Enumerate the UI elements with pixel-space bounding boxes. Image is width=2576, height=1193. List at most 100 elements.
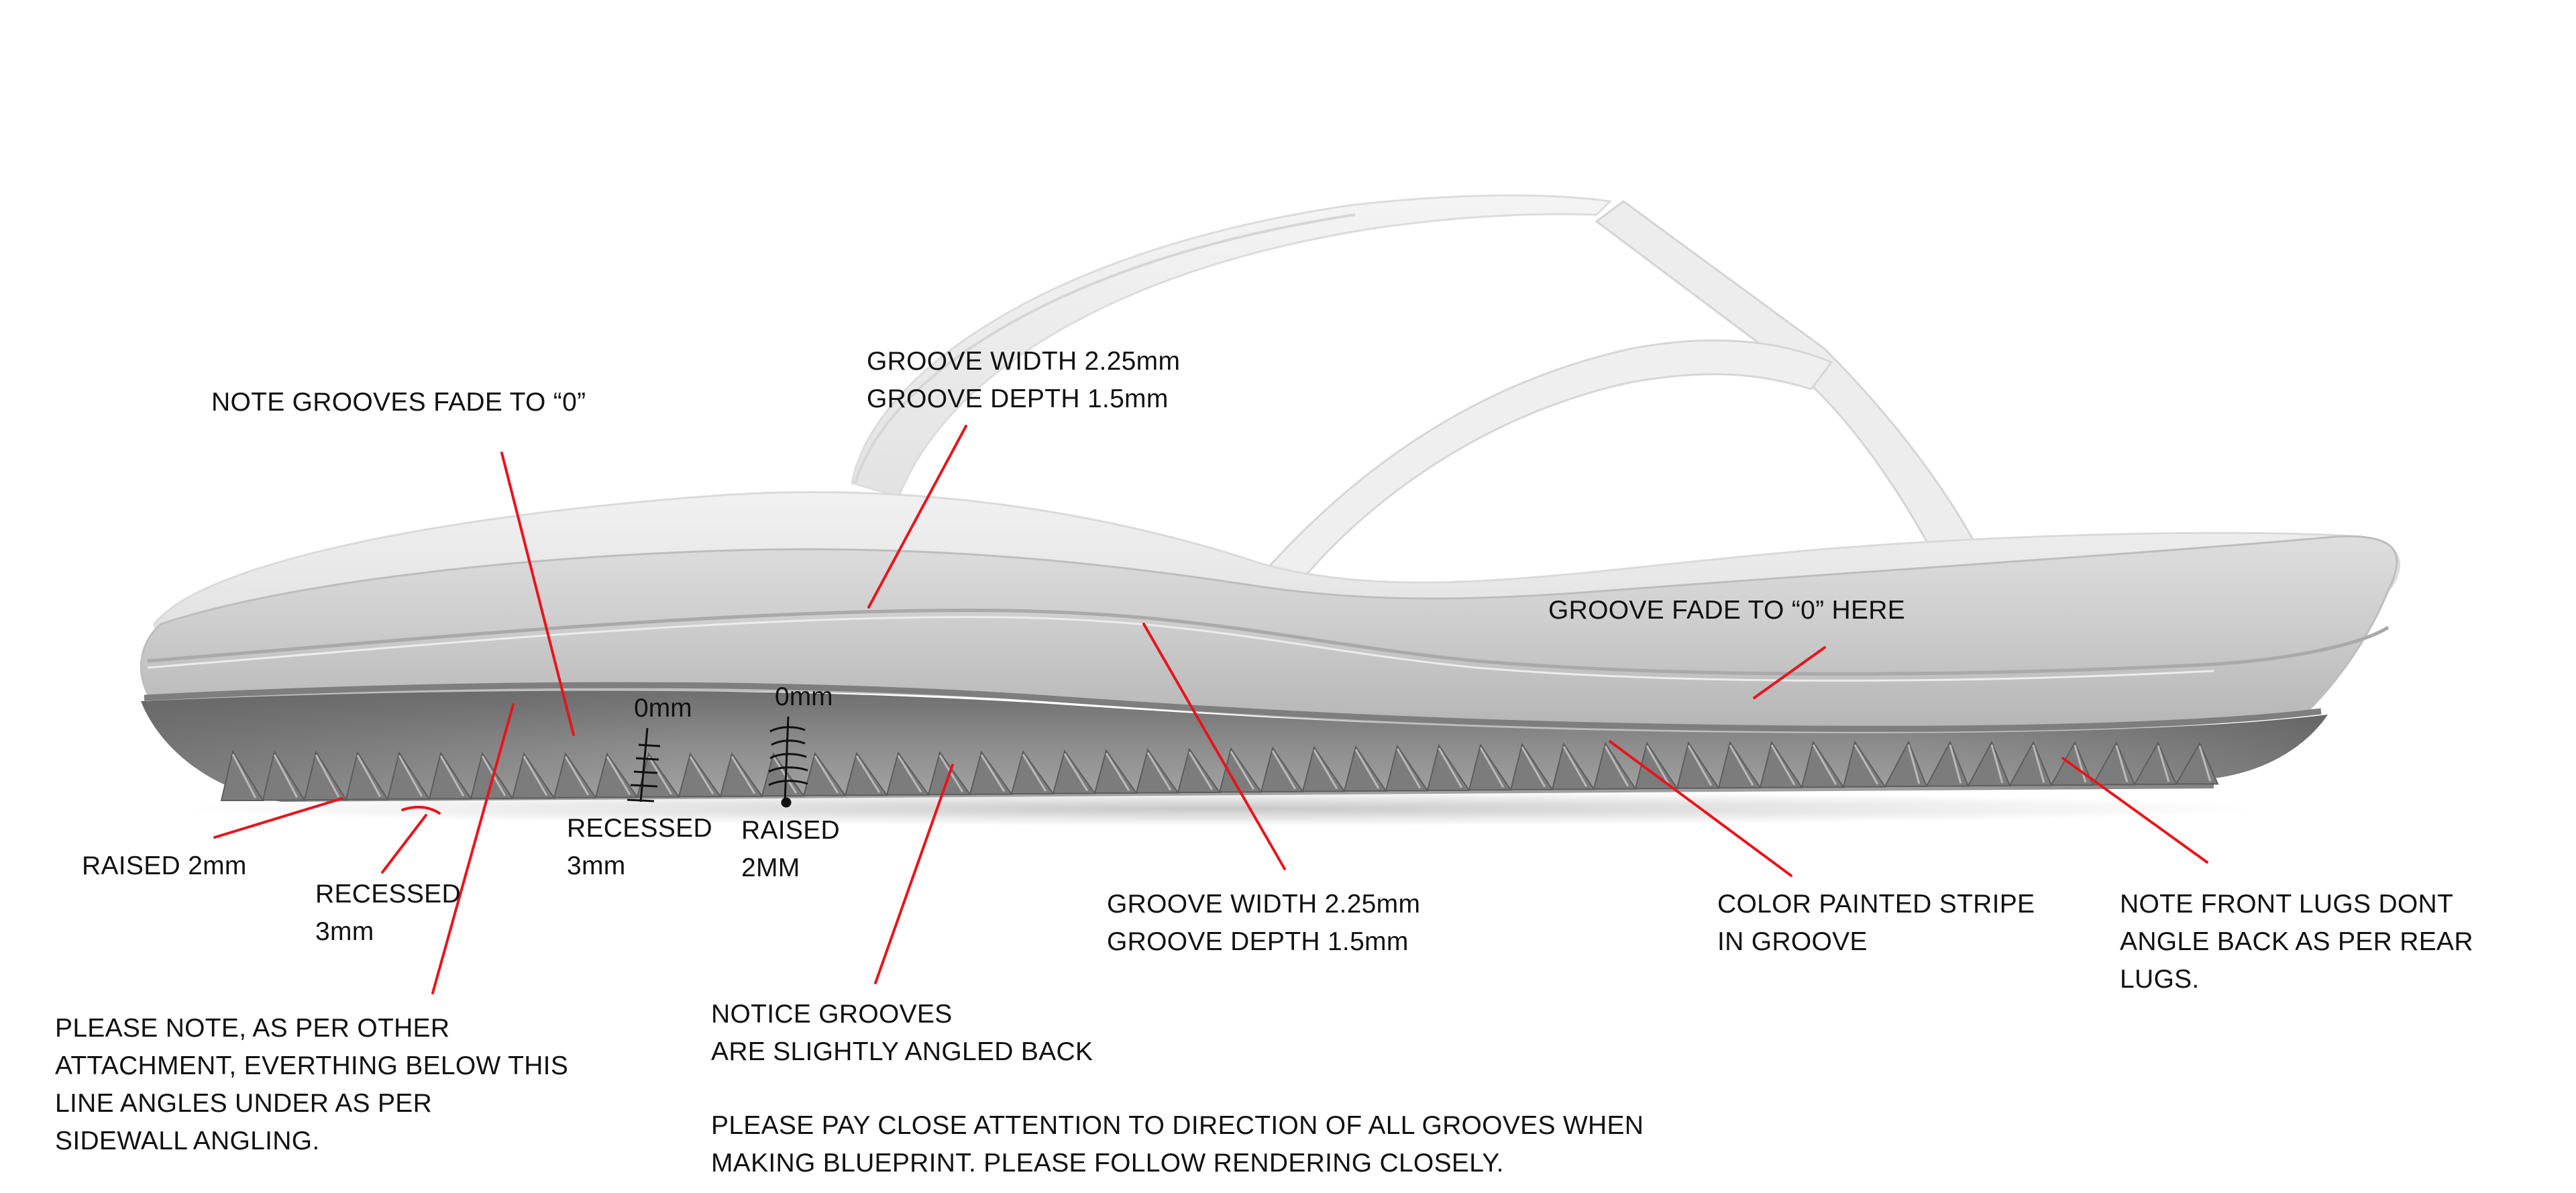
outsole-lug [594,752,639,798]
leader-groove-bottom [1142,623,1286,870]
outsole-lug [386,751,431,800]
outsole-lug-highlight [356,754,382,798]
outsole-lug-highlight [1146,751,1172,791]
label-groove-fade-here: GROOVE FADE TO “0” HERE [1548,596,1906,625]
outsole-lug [303,750,347,800]
label-angled-back: NOTICE GROOVES ARE SLIGHTLY ANGLED BACK [711,1000,1093,1066]
strap-back-edge [854,213,1356,484]
outsole-lug [345,751,389,800]
depth-ticks-right [768,716,808,808]
strap-front [1246,339,1833,599]
outsole-lug-highlight [1271,749,1297,790]
leader-front-lugs [2061,757,2208,864]
strap-post [1595,200,1988,578]
outsole-lug-highlight [1396,748,1421,789]
outsole-lug [1801,740,1845,788]
outsole-lug-highlight [1990,744,2004,784]
outsole-lug [1093,749,1138,794]
outsole-lug-highlight [897,755,922,793]
outsole-lug [470,751,514,799]
outsole-lug-highlight [938,754,964,792]
leader-attachment [431,703,515,994]
outsole-lug-highlight [1230,750,1255,790]
outsole-lug [678,752,722,798]
painted-stripe-groove [144,682,2322,732]
outsole-lug [1759,740,1803,788]
upper-groove-highlight [147,616,2214,682]
outsole-lug-highlight [1188,751,1214,790]
outsole-lug-highlight [1949,744,1962,784]
outsole-lug-highlight [1063,753,1089,792]
outsole-lug [1010,749,1055,795]
outsole-lug [1177,747,1221,793]
outsole-lug-highlight [2157,745,2170,782]
label-recessed-center: RECESSED 3mm [567,814,712,880]
outsole-lug [1052,749,1096,794]
outsole-lug [1343,745,1387,792]
outsole-lug-highlight [1521,746,1546,788]
outsole-lug-highlight [1562,745,1588,787]
outsole-lug-highlight [1729,744,1754,786]
label-color-stripe: COLOR PAINTED STRIPE IN GROOVE [1717,890,2035,956]
depth-ticks-left [627,727,661,802]
label-front-lugs: NOTE FRONT LUGS DONT ANGLE BACK AS PER R… [2120,890,2473,994]
outsole-lug-highlight [1812,744,1837,785]
outsole-lug-highlight [772,756,798,794]
outsole-lug-highlight [1770,744,1796,786]
leader-angled-back [874,764,954,984]
outsole-lug [1468,743,1512,791]
leader-color-stripe [1609,740,1792,877]
outsole-lug [761,751,805,797]
leader-raised-left [213,797,343,839]
outsole-lug [1260,746,1304,792]
outsole-lug-highlight [315,754,340,798]
outsole-lug-highlight [647,756,673,795]
label-raised-2mm: RAISED 2mm [82,851,247,880]
outsole-lug [1385,744,1429,792]
leader-groove-top [867,425,967,609]
outsole-lug-highlight [1687,745,1713,786]
outsole-lugs [220,740,2219,801]
label-0mm-left: 0mm [634,694,692,723]
outsole-lug-highlight [2032,744,2045,783]
label-0mm-right: 0mm [775,682,833,711]
outsole-lug [885,751,930,796]
outsole-lug-highlight [1438,747,1463,788]
outsole-lug [553,752,597,798]
outsole-lug [1676,741,1720,789]
outsole-lug-highlight [731,756,756,794]
outsole-lug [719,752,763,797]
label-attachment-note: PLEASE NOTE, AS PER OTHER ATTACHMENT, EV… [55,1014,569,1155]
label-raised-center: RAISED 2MM [741,816,841,882]
outsole-lug [1301,745,1346,792]
outsole-lug-highlight [689,756,714,795]
outsole-lug-highlight [398,755,423,797]
outsole-lug-highlight [439,755,465,797]
outsole-lug-highlight [2074,745,2087,783]
outsole-lug [1717,741,1762,789]
outsole-lug-highlight [231,754,257,798]
outsole-lug-highlight [273,754,299,798]
outsole-lug-highlight [523,756,548,796]
outsole-lug [1593,741,1637,790]
outsole-lug [1135,748,1179,794]
outsole-lug-highlight [855,755,881,793]
outsole-lug-highlight [814,756,839,794]
outsole-lug-highlight [1646,745,1671,786]
outsole-lug-highlight [1105,752,1130,791]
outsole-lug [969,750,1013,795]
outsole-lug-highlight [1907,744,1921,784]
outsole-lug-highlight [1022,754,1047,792]
label-groove-width-bottom: GROOVE WIDTH 2.25mm GROOVE DEPTH 1.5mm [1107,890,1421,956]
outsole-lug [1842,740,1886,788]
outsole-lug-highlight [2115,745,2129,782]
outsole-lug-highlight [1604,745,1629,787]
ground-shadow [174,791,2267,826]
outsole-lug [220,749,264,801]
outsole-lug-highlight [606,756,631,796]
outsole-lug [844,751,888,796]
outsole-lug-highlight [1479,747,1505,788]
outsole-lug-highlight [2198,745,2212,782]
strap-back [851,194,1613,498]
